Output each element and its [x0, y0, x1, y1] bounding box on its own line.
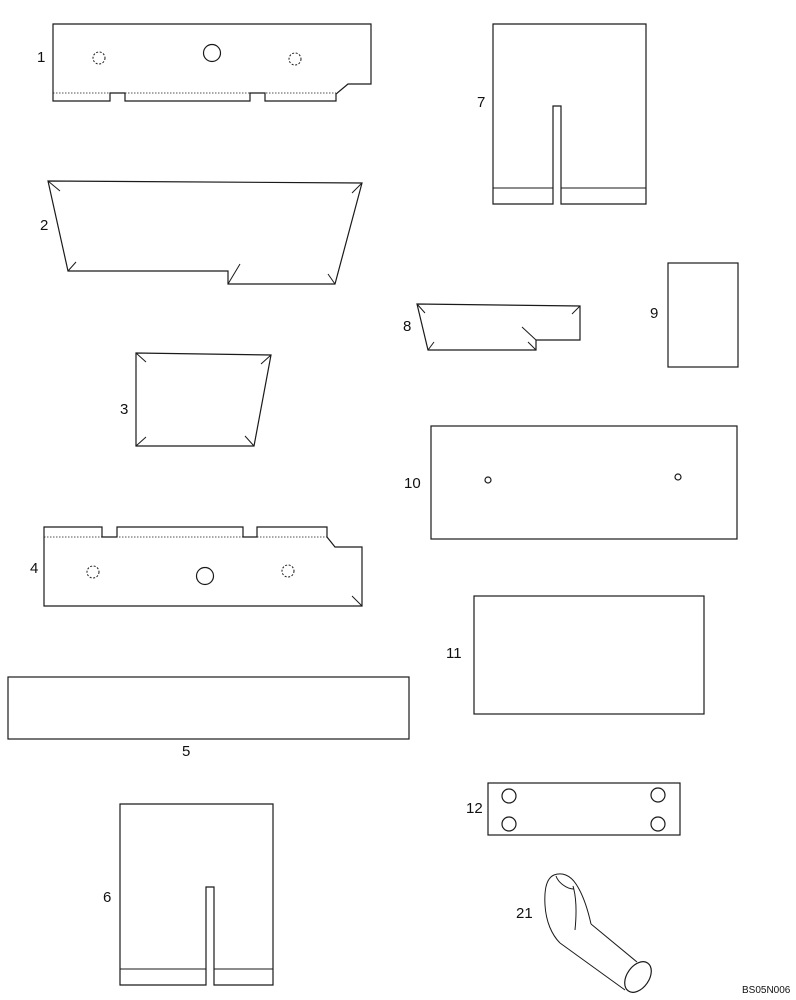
part-label-4: 4	[30, 560, 38, 577]
part-12: 12	[466, 782, 681, 836]
part-label-11: 11	[446, 645, 462, 662]
part-1: 1	[37, 23, 372, 102]
part-10: 10	[404, 425, 738, 540]
part-label-9: 9	[650, 305, 658, 322]
part-7: 7	[477, 23, 647, 205]
part-8: 8	[403, 303, 581, 351]
part-label-10: 10	[404, 475, 421, 492]
part-5: 5	[7, 676, 410, 760]
part-label-8: 8	[403, 318, 411, 335]
part-4: 4	[30, 526, 363, 607]
part-label-6: 6	[103, 889, 111, 906]
part-label-3: 3	[120, 401, 128, 418]
part-6: 6	[103, 803, 274, 986]
part-label-12: 12	[466, 800, 483, 817]
part-9: 9	[650, 262, 739, 368]
part-21: 21	[516, 873, 654, 995]
part-label-5: 5	[182, 743, 190, 760]
part-label-1: 1	[37, 49, 45, 66]
part-label-21: 21	[516, 905, 533, 922]
part-label-2: 2	[40, 217, 48, 234]
part-3: 3	[120, 352, 272, 447]
part-label-7: 7	[477, 94, 485, 111]
part-2: 2	[40, 180, 363, 285]
figure-code: BS05N006	[742, 985, 791, 996]
part-11: 11	[446, 595, 705, 715]
